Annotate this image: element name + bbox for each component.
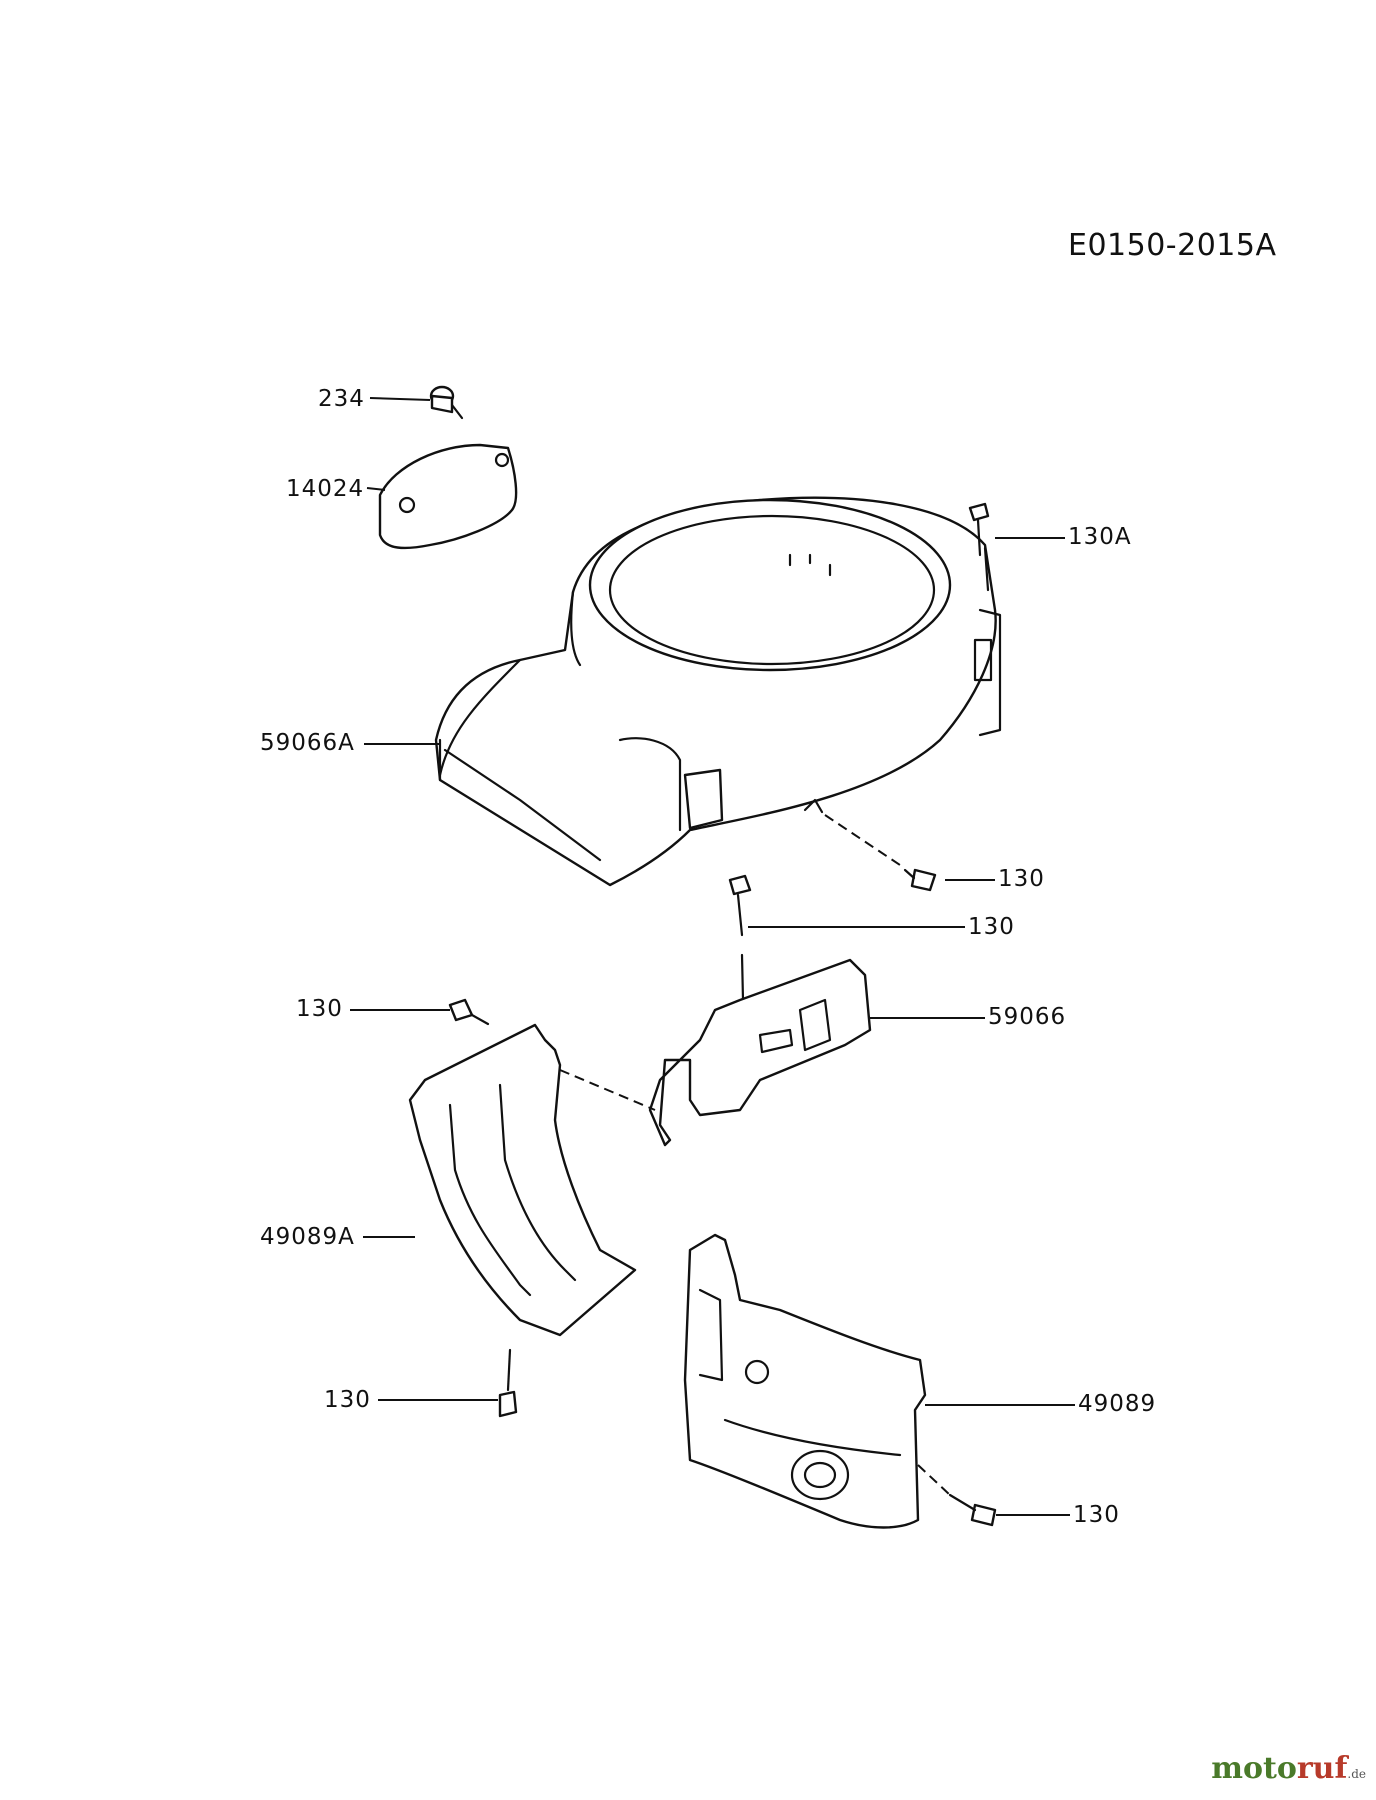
bolt-234	[429, 385, 464, 420]
part-label-234: 234	[318, 386, 365, 412]
cover-plate-14024	[378, 443, 518, 550]
part-label-49089a: 49089A	[260, 1224, 355, 1250]
part-label-59066: 59066	[988, 1004, 1067, 1030]
bolt-130-lower-right	[917, 1464, 997, 1527]
part-label-130a: 130A	[1068, 524, 1132, 550]
bolt-130-shroud-side	[824, 814, 937, 892]
bracket-59066	[648, 958, 872, 1147]
bolt-130a	[968, 502, 990, 592]
guard-49089	[683, 1233, 927, 1529]
bolt-130-lower-left	[498, 1348, 518, 1418]
bolt-130-upper-left	[448, 998, 490, 1026]
part-label-130-lower-left: 130	[324, 1387, 371, 1413]
guard-49089a	[408, 1023, 656, 1337]
part-label-130-shroud: 130	[998, 866, 1045, 892]
part-label-14024: 14024	[286, 476, 365, 502]
leader-lines	[350, 397, 1075, 1516]
part-label-130-lower-right: 130	[1073, 1502, 1120, 1528]
part-label-130-bracket: 130	[968, 914, 1015, 940]
watermark-logo: motoruf.de	[1211, 1751, 1366, 1786]
part-label-130-upper-left: 130	[296, 996, 343, 1022]
diagram-code: E0150-2015A	[1068, 228, 1277, 263]
fan-shroud-59066a	[434, 496, 1002, 887]
part-label-59066a: 59066A	[260, 730, 355, 756]
part-label-49089: 49089	[1078, 1391, 1157, 1417]
